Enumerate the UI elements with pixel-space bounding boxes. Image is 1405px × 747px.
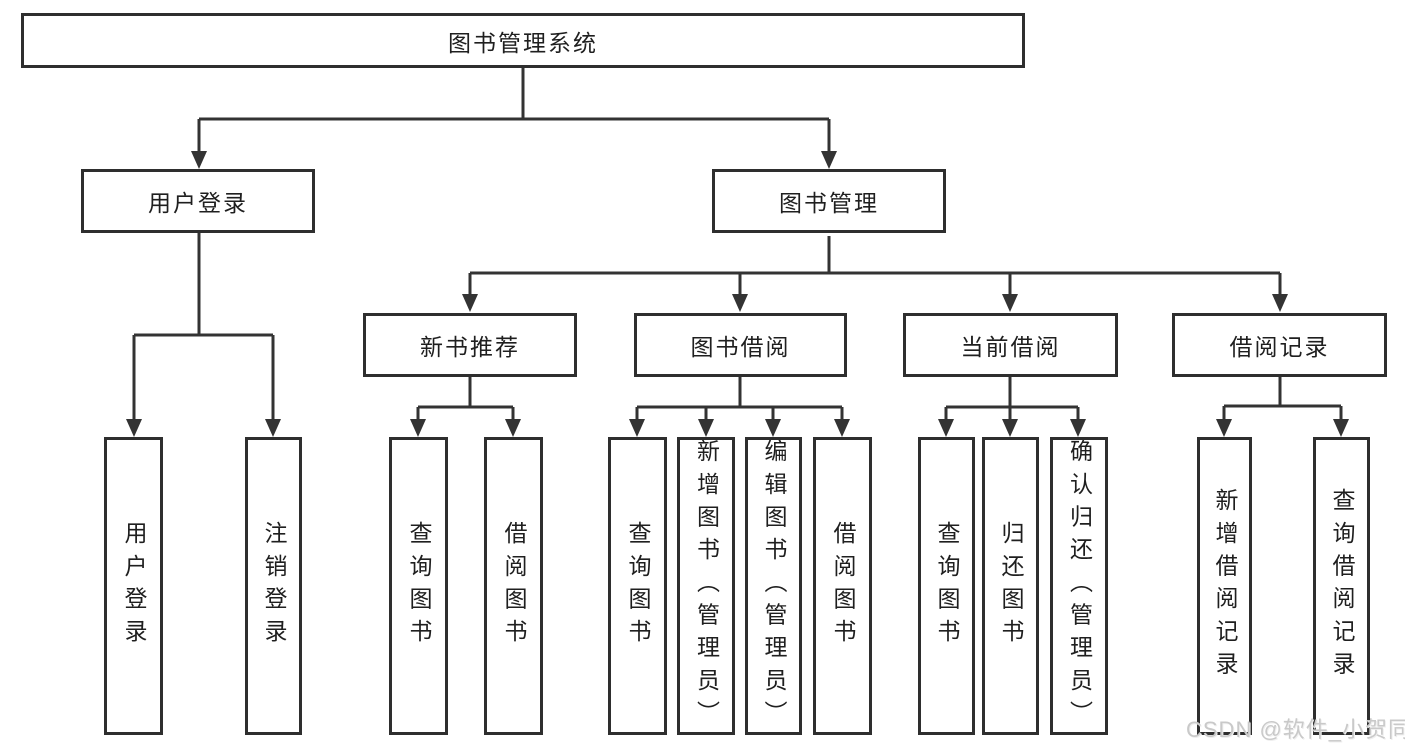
leaf-add-books-admin: 新增图书（管理员）	[677, 437, 735, 735]
csdn-watermark: CSDN @软件_小贺同学	[1186, 717, 1405, 742]
leaf-logout: 注销登录	[245, 437, 302, 735]
node-borrow-records: 借阅记录	[1172, 313, 1387, 377]
arrow-heads	[126, 151, 1349, 437]
leaf-query-borrow-record: 查询借阅记录	[1313, 437, 1370, 735]
leaf-add-borrow-record: 新增借阅记录	[1197, 437, 1252, 735]
leaf-query-books-2: 查询图书	[608, 437, 667, 735]
leaf-confirm-return-admin: 确认归还（管理员）	[1050, 437, 1108, 735]
node-new-book-recommend: 新书推荐	[363, 313, 577, 377]
leaf-borrow-books-1: 借阅图书	[484, 437, 543, 735]
leaf-return-books: 归还图书	[982, 437, 1039, 735]
tree-branch-lines	[134, 68, 1341, 409]
leaf-edit-books-admin: 编辑图书（管理员）	[745, 437, 802, 735]
leaf-borrow-books-2: 借阅图书	[813, 437, 872, 735]
arrow-stems	[132, 119, 1343, 423]
node-user-login-branch: 用户登录	[81, 169, 315, 233]
leaf-query-books-1: 查询图书	[389, 437, 448, 735]
node-book-borrow: 图书借阅	[634, 313, 847, 377]
leaf-user-login: 用户登录	[104, 437, 163, 735]
leaf-query-books-3: 查询图书	[918, 437, 975, 735]
node-current-borrow: 当前借阅	[903, 313, 1118, 377]
node-book-management-branch: 图书管理	[712, 169, 946, 233]
node-root-system: 图书管理系统	[21, 13, 1025, 68]
